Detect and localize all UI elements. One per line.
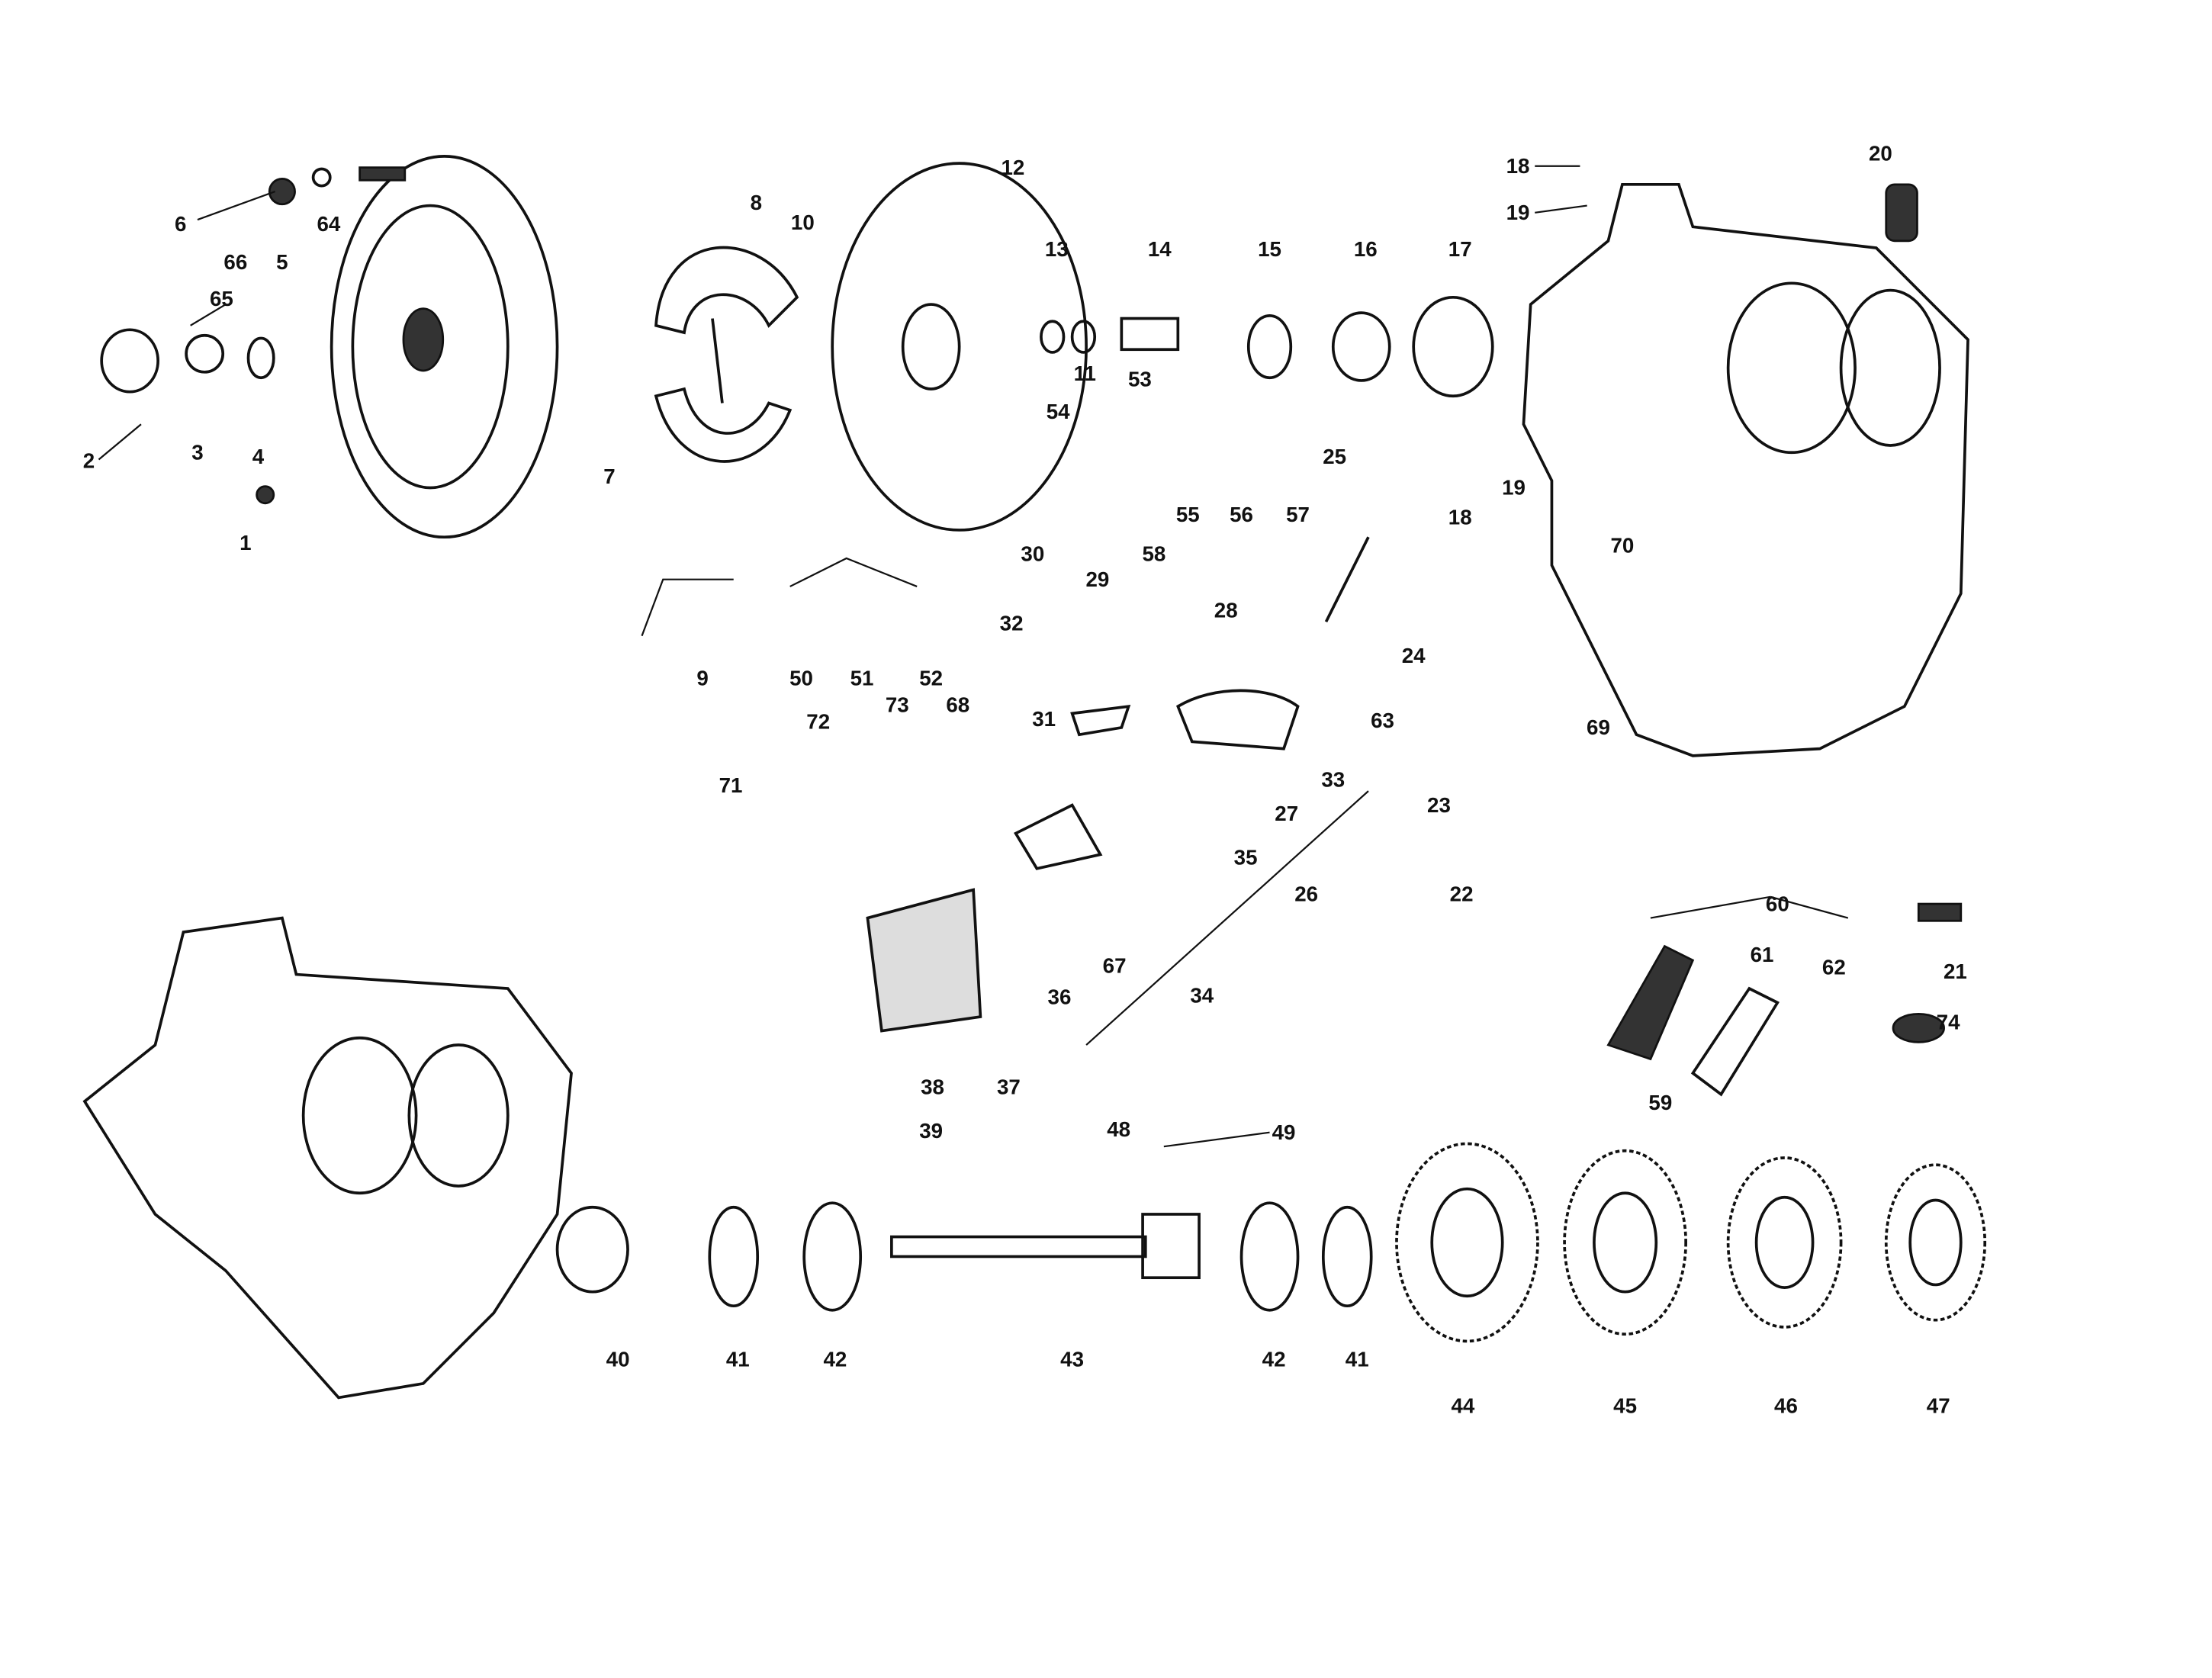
gears <box>1395 1142 1987 1343</box>
part-number-label: 18 <box>1448 506 1472 529</box>
part-number-label: 42 <box>1262 1348 1286 1371</box>
cover-parts <box>1606 902 1963 1097</box>
part-number-label: 4 <box>252 445 265 468</box>
part-number-label: 24 <box>1402 644 1426 667</box>
part-number-label: 11 <box>1074 362 1096 385</box>
part-number-label: 5 <box>276 250 288 274</box>
crankcase-right <box>1522 182 1969 757</box>
gear-shaft-assembly <box>555 1201 1373 1312</box>
part-number-label: 23 <box>1427 793 1451 817</box>
part-number-label: 18 <box>1506 154 1530 178</box>
leader-lines <box>98 165 1849 1148</box>
part-number-label: 27 <box>1275 802 1298 825</box>
part-number-label: 3 <box>191 440 203 464</box>
part-number-label: 68 <box>946 693 969 717</box>
part-number-label: 30 <box>1021 542 1044 566</box>
part-number-label: 50 <box>789 666 813 690</box>
crankcase-left <box>82 916 573 1400</box>
part-number-label: 20 <box>1869 141 1892 165</box>
part-number-label: 49 <box>1272 1120 1296 1144</box>
part-number-label: 42 <box>823 1348 847 1371</box>
part-number-label: 14 <box>1148 237 1172 261</box>
part-number-label: 19 <box>1506 201 1530 224</box>
brake-backplate <box>831 162 1088 532</box>
part-number-label: 37 <box>997 1075 1021 1099</box>
part-number-label: 28 <box>1214 599 1238 622</box>
part-number-label: 6 <box>175 212 186 236</box>
part-number-label: 62 <box>1822 956 1846 979</box>
part-number-label: 55 <box>1176 503 1200 526</box>
part-number-label: 8 <box>751 191 762 214</box>
part-number-label: 45 <box>1613 1394 1637 1418</box>
part-number-label: 36 <box>1048 985 1072 1008</box>
part-number-label: 41 <box>726 1348 750 1371</box>
part-number-label: 38 <box>921 1075 944 1099</box>
part-number-label: 71 <box>719 773 743 797</box>
part-number-label: 22 <box>1450 882 1474 905</box>
part-number-label: 19 <box>1502 476 1526 500</box>
part-number-label: 35 <box>1234 845 1258 869</box>
part-number-label: 33 <box>1321 768 1345 792</box>
part-number-label: 58 <box>1142 542 1165 566</box>
selector-parts <box>866 536 1370 1033</box>
part-number-label: 56 <box>1230 503 1253 526</box>
part-number-label: 59 <box>1648 1091 1672 1114</box>
part-number-label: 44 <box>1451 1394 1474 1418</box>
part-number-label: 15 <box>1258 237 1281 261</box>
part-number-label: 72 <box>806 710 830 734</box>
part-number-label: 70 <box>1610 534 1634 558</box>
part-number-label: 73 <box>886 693 909 717</box>
part-number-label: 39 <box>919 1119 943 1143</box>
part-number-label: 67 <box>1103 954 1127 978</box>
part-number-label: 12 <box>1002 156 1025 179</box>
part-number-label: 63 <box>1371 709 1394 732</box>
part-number-label: 60 <box>1766 892 1789 915</box>
part-number-label: 54 <box>1047 400 1070 423</box>
part-number-label: 57 <box>1286 503 1310 526</box>
small-parts-left <box>100 166 407 505</box>
part-number-label: 52 <box>919 666 943 690</box>
brake-drum <box>330 154 559 539</box>
part-number-label: 7 <box>603 465 615 488</box>
brake-shoes <box>654 246 799 463</box>
part-number-label: 32 <box>1000 611 1024 635</box>
part-number-label: 41 <box>1346 1348 1369 1371</box>
part-number-label: 74 <box>1937 1011 1960 1034</box>
part-number-label: 2 <box>83 449 95 473</box>
part-number-label: 48 <box>1107 1117 1130 1141</box>
part-number-label: 53 <box>1128 367 1152 391</box>
part-number-label: 43 <box>1060 1348 1084 1371</box>
part-number-label: 31 <box>1032 707 1056 731</box>
part-number-label: 34 <box>1190 984 1214 1008</box>
part-number-label: 9 <box>696 666 708 690</box>
part-number-label: 51 <box>850 666 874 690</box>
part-number-label: 13 <box>1045 237 1069 261</box>
part-number-label: 29 <box>1085 567 1109 591</box>
part-number-label: 1 <box>240 531 251 555</box>
part-number-label: 40 <box>606 1348 630 1371</box>
part-number-label: 21 <box>1944 960 1967 983</box>
part-number-label: 26 <box>1294 882 1318 905</box>
part-number-label: 66 <box>223 250 247 274</box>
part-number-label: 64 <box>317 212 341 236</box>
part-number-label: 17 <box>1448 237 1472 261</box>
part-number-label: 47 <box>1927 1394 1950 1418</box>
part-number-label: 25 <box>1323 445 1346 468</box>
part-number-label: 61 <box>1751 943 1774 966</box>
part-number-label: 16 <box>1354 237 1378 261</box>
bearings-seals <box>1040 295 1494 398</box>
part-number-label: 10 <box>791 211 815 234</box>
part-number-label: 46 <box>1774 1394 1798 1418</box>
part-number-label: 69 <box>1587 715 1610 739</box>
part-number-label: 65 <box>210 287 233 310</box>
